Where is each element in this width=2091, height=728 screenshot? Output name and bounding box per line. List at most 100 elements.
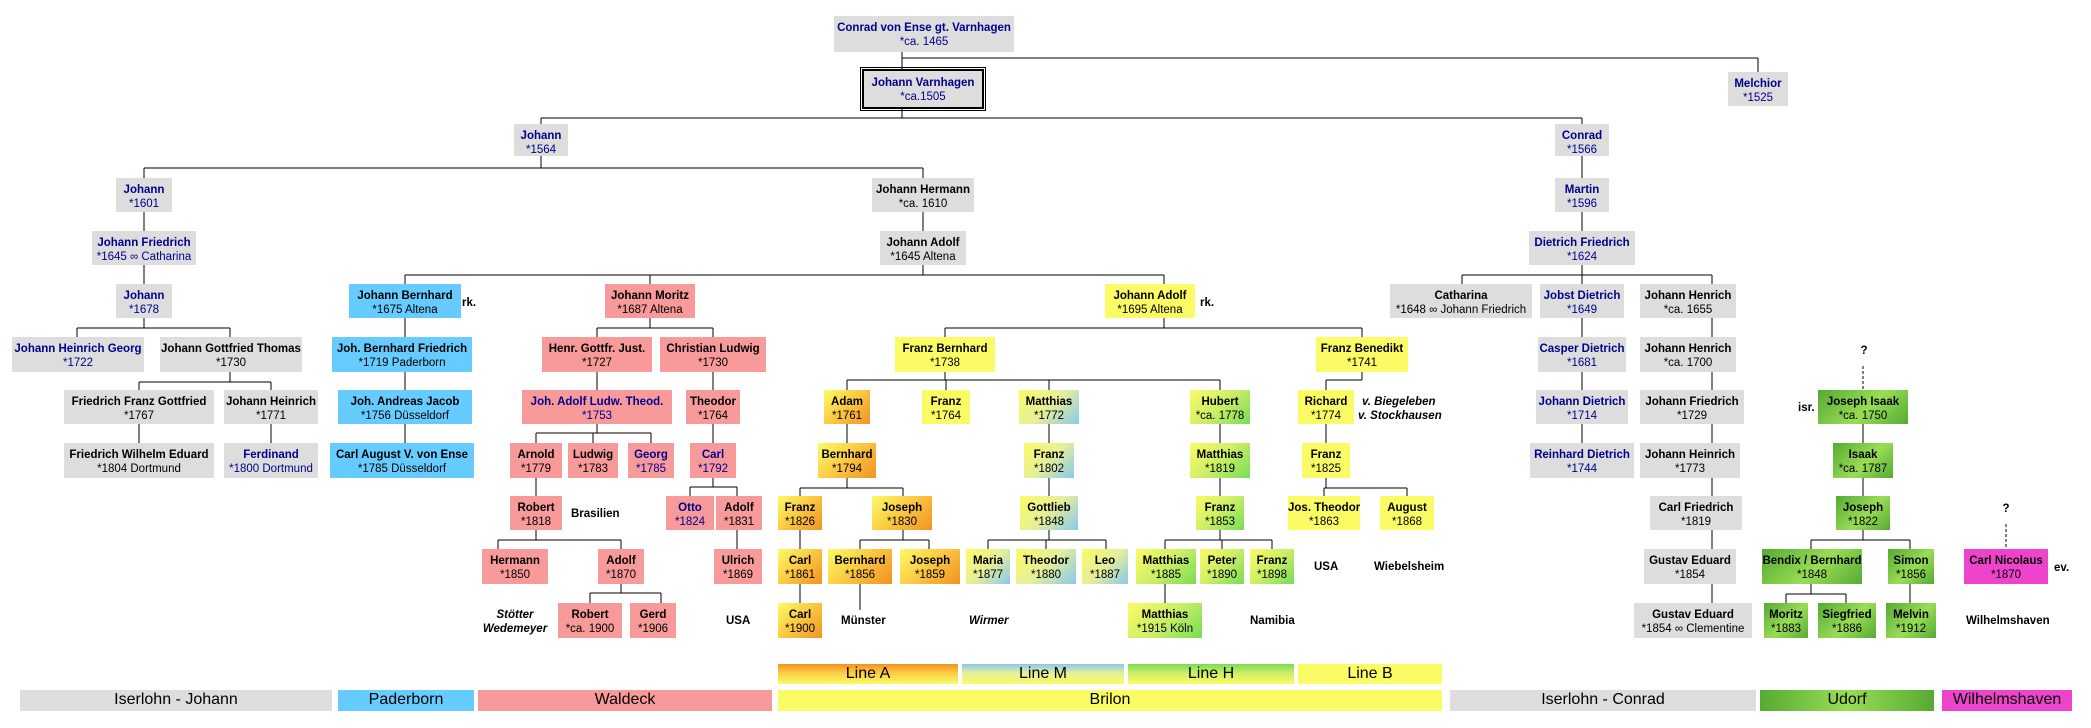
node-johann-dietrich[interactable]: Johann Dietrich *1714 bbox=[1536, 390, 1628, 424]
node-carl-friedrich[interactable]: Carl Friedrich *1819 bbox=[1650, 496, 1742, 530]
node-carl-1792[interactable]: Carl *1792 bbox=[690, 443, 736, 478]
node-johann-heinrich-1771[interactable]: Johann Heinrich *1771 bbox=[224, 390, 318, 424]
node-johann-hermann[interactable]: Johann Hermann *ca. 1610 bbox=[872, 178, 974, 212]
node-robert-1900[interactable]: Robert *ca. 1900 bbox=[558, 603, 622, 638]
node-peter[interactable]: Peter *1890 bbox=[1200, 549, 1244, 584]
node-gottlieb[interactable]: Gottlieb *1848 bbox=[1020, 496, 1078, 530]
node-reinhard-dietrich[interactable]: Reinhard Dietrich *1744 bbox=[1530, 443, 1634, 478]
node-friedrich-franz-gottfried[interactable]: Friedrich Franz Gottfried *1767 bbox=[64, 390, 214, 424]
node-carl-nicolaus[interactable]: Carl Nicolaus *1870 bbox=[1964, 549, 2048, 584]
node-bernhard-1856[interactable]: Bernhard *1856 bbox=[828, 549, 892, 584]
node-johann-varnhagen[interactable]: Johann Varnhagen *ca.1505 bbox=[860, 67, 986, 111]
node-date: *1848 bbox=[1033, 516, 1065, 528]
node-melchior[interactable]: Melchior *1525 bbox=[1728, 72, 1788, 106]
node-melvin[interactable]: Melvin *1912 bbox=[1886, 603, 1936, 638]
node-name: Gustav Eduard bbox=[1652, 609, 1734, 621]
node-carl-august[interactable]: Carl August V. von Ense *1785 Düsseldorf bbox=[330, 443, 474, 478]
node-date: *1596 bbox=[1566, 198, 1598, 210]
node-friedrich-wilhelm-eduard[interactable]: Friedrich Wilhelm Eduard *1804 Dortmund bbox=[64, 443, 214, 478]
node-richard[interactable]: Richard *1774 bbox=[1298, 390, 1354, 424]
node-arnold[interactable]: Arnold *1779 bbox=[510, 443, 562, 478]
node-johann-henrich-1655[interactable]: Johann Henrich *ca. 1655 bbox=[1640, 284, 1736, 318]
node-joseph-1859[interactable]: Joseph *1859 bbox=[900, 549, 960, 584]
node-joh-bernhard-friedrich[interactable]: Joh. Bernhard Friedrich *1719 Paderborn bbox=[332, 337, 472, 372]
node-hermann[interactable]: Hermann *1850 bbox=[482, 549, 548, 584]
node-joh-adolf-ludw-theod[interactable]: Joh. Adolf Ludw. Theod. *1753 bbox=[522, 390, 672, 424]
node-moritz[interactable]: Moritz *1883 bbox=[1764, 603, 1808, 638]
node-georg[interactable]: Georg *1785 bbox=[628, 443, 674, 478]
node-dietrich-friedrich[interactable]: Dietrich Friedrich *1624 bbox=[1529, 231, 1635, 265]
node-franz-1764[interactable]: Franz *1764 bbox=[922, 390, 970, 424]
node-august[interactable]: August *1868 bbox=[1380, 496, 1434, 530]
node-simon[interactable]: Simon *1856 bbox=[1888, 549, 1934, 584]
node-name: Carl August V. von Ense bbox=[335, 449, 469, 461]
node-jobst-dietrich[interactable]: Jobst Dietrich *1649 bbox=[1540, 284, 1624, 318]
node-adam[interactable]: Adam *1761 bbox=[824, 390, 870, 424]
node-matthias-1915[interactable]: Matthias *1915 Köln bbox=[1128, 603, 1202, 638]
node-johann-friedrich-1645[interactable]: Johann Friedrich *1645 ∞ Catharina bbox=[92, 231, 196, 265]
note-wilhelmshaven: Wilhelmshaven bbox=[1966, 615, 2050, 627]
node-henr-gottfr-just[interactable]: Henr. Gottfr. Just. *1727 bbox=[542, 337, 652, 372]
node-catharina[interactable]: Catharina *1648 ∞ Johann Friedrich bbox=[1390, 284, 1532, 318]
node-franz-bernhard[interactable]: Franz Bernhard *1738 bbox=[895, 337, 995, 372]
node-hubert[interactable]: Hubert *ca. 1778 bbox=[1190, 390, 1250, 424]
node-bendix-bernhard[interactable]: Bendix / Bernhard *1848 bbox=[1762, 549, 1862, 584]
node-johann-friedrich-1729[interactable]: Johann Friedrich *1729 bbox=[1640, 390, 1744, 424]
node-johann-adolf-1695[interactable]: Johann Adolf *1695 Altena bbox=[1105, 284, 1195, 318]
node-otto[interactable]: Otto *1824 bbox=[666, 496, 714, 530]
node-maria[interactable]: Maria *1877 bbox=[966, 549, 1010, 584]
node-carl-1861[interactable]: Carl *1861 bbox=[778, 549, 822, 584]
node-gustav-eduard-clementine[interactable]: Gustav Eduard *1854 ∞ Clementine bbox=[1634, 603, 1752, 638]
node-name: Matthias bbox=[1142, 555, 1190, 567]
node-siegfried[interactable]: Siegfried *1886 bbox=[1818, 603, 1876, 638]
node-franz-1898[interactable]: Franz *1898 bbox=[1250, 549, 1294, 584]
node-bernhard-1794[interactable]: Bernhard *1794 bbox=[818, 443, 876, 478]
node-name: Matthias bbox=[1141, 609, 1189, 621]
node-matthias-1772[interactable]: Matthias *1772 bbox=[1019, 390, 1079, 424]
node-christian-ludwig[interactable]: Christian Ludwig *1730 bbox=[660, 337, 766, 372]
node-franz-1825[interactable]: Franz *1825 bbox=[1302, 443, 1350, 478]
node-jos-theodor[interactable]: Jos. Theodor *1863 bbox=[1288, 496, 1360, 530]
node-franz-1826[interactable]: Franz *1826 bbox=[778, 496, 822, 530]
node-isaak[interactable]: Isaak *ca. 1787 bbox=[1833, 443, 1893, 478]
node-date: *ca. 1655 bbox=[1663, 304, 1713, 316]
node-theodor-1880[interactable]: Theodor *1880 bbox=[1016, 549, 1076, 584]
node-casper-dietrich[interactable]: Casper Dietrich *1681 bbox=[1538, 337, 1626, 372]
node-matthias-1885[interactable]: Matthias *1885 bbox=[1136, 549, 1196, 584]
node-johann-1601[interactable]: Johann *1601 bbox=[116, 178, 172, 212]
node-matthias-1819[interactable]: Matthias *1819 bbox=[1190, 443, 1250, 478]
node-johann-1564[interactable]: Johann *1564 bbox=[514, 124, 568, 156]
node-adolf-1831[interactable]: Adolf *1831 bbox=[716, 496, 762, 530]
node-johann-gottfried-thomas[interactable]: Johann Gottfried Thomas *1730 bbox=[160, 337, 302, 372]
node-ulrich[interactable]: Ulrich *1869 bbox=[714, 549, 762, 584]
node-date: *1912 bbox=[1895, 623, 1927, 635]
node-johann-heinrich-1773[interactable]: Johann Heinrich *1773 bbox=[1640, 443, 1740, 478]
node-johann-henrich-1700[interactable]: Johann Henrich *ca. 1700 bbox=[1640, 337, 1736, 372]
node-johann-1678[interactable]: Johann *1678 bbox=[116, 284, 172, 318]
node-conrad-1566[interactable]: Conrad *1566 bbox=[1555, 124, 1609, 156]
node-leo[interactable]: Leo *1887 bbox=[1082, 549, 1128, 584]
node-johann-adolf-1645[interactable]: Johann Adolf *1645 Altena bbox=[880, 231, 966, 265]
node-franz-1802[interactable]: Franz *1802 bbox=[1024, 443, 1074, 478]
node-johann-moritz[interactable]: Johann Moritz *1687 Altena bbox=[605, 284, 695, 318]
node-theodor-1764[interactable]: Theodor *1764 bbox=[686, 390, 740, 424]
node-franz-benedikt[interactable]: Franz Benedikt *1741 bbox=[1316, 337, 1408, 372]
node-adolf-1870[interactable]: Adolf *1870 bbox=[598, 549, 644, 584]
node-johann-bernhard[interactable]: Johann Bernhard *1675 Altena bbox=[349, 284, 461, 318]
node-joseph-isaak[interactable]: Joseph Isaak *ca. 1750 bbox=[1818, 390, 1908, 424]
node-joseph-1822[interactable]: Joseph *1822 bbox=[1836, 496, 1890, 530]
node-martin[interactable]: Martin *1596 bbox=[1555, 178, 1609, 212]
node-franz-1853[interactable]: Franz *1853 bbox=[1196, 496, 1244, 530]
node-ludwig[interactable]: Ludwig *1783 bbox=[568, 443, 618, 478]
node-name: Jos. Theodor bbox=[1288, 502, 1360, 514]
node-joseph-1830[interactable]: Joseph *1830 bbox=[872, 496, 932, 530]
node-gerd[interactable]: Gerd *1906 bbox=[630, 603, 676, 638]
node-johann-heinrich-georg[interactable]: Johann Heinrich Georg *1722 bbox=[12, 337, 144, 372]
node-ferdinand[interactable]: Ferdinand *1800 Dortmund bbox=[224, 443, 318, 478]
node-robert-1818[interactable]: Robert *1818 bbox=[510, 496, 562, 530]
node-joh-andreas-jacob[interactable]: Joh. Andreas Jacob *1756 Düsseldorf bbox=[338, 390, 472, 424]
node-conrad-root[interactable]: Conrad von Ense gt. Varnhagen *ca. 1465 bbox=[834, 16, 1014, 52]
node-gustav-eduard-1854[interactable]: Gustav Eduard *1854 bbox=[1644, 549, 1736, 584]
node-date: *1764 bbox=[930, 410, 962, 422]
node-carl-1900[interactable]: Carl *1900 bbox=[778, 603, 822, 638]
